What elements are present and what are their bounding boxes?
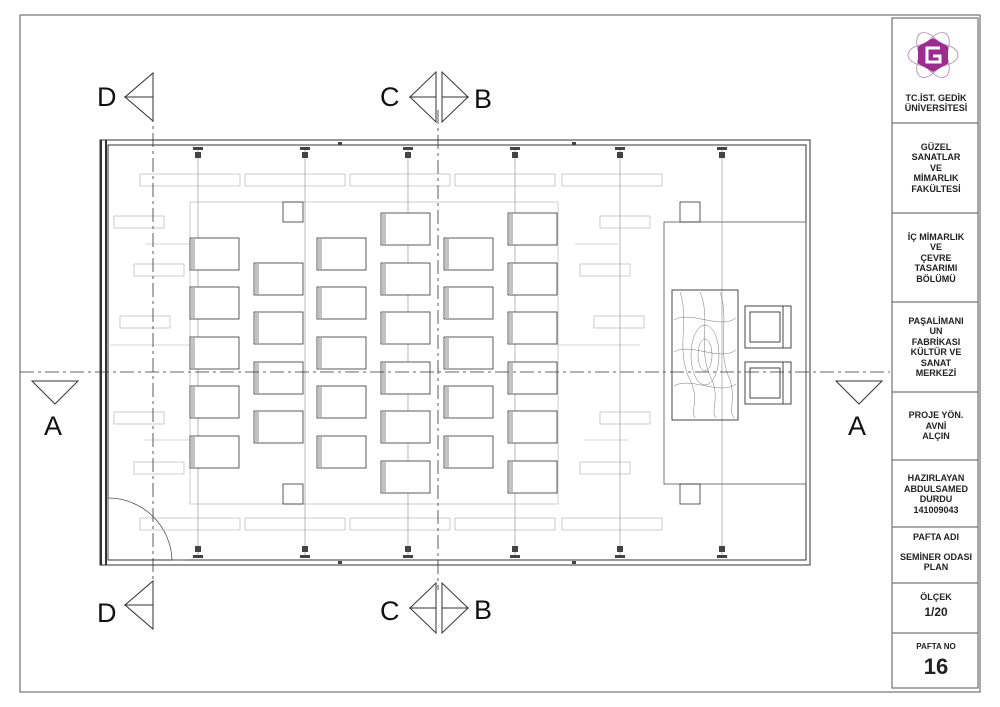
seat [189, 435, 240, 469]
seat [316, 435, 367, 469]
seat [443, 286, 494, 320]
section-label-b-top: B [474, 84, 493, 114]
seat [507, 410, 558, 444]
section-label-c-top: C [380, 82, 400, 112]
seat [189, 385, 240, 419]
seat [507, 262, 558, 296]
project-name: PAŞALİMANI UN FABRİKASI KÜLTÜR VE SANAT … [908, 315, 964, 379]
seat [443, 385, 494, 419]
section-label-d-top: D [97, 82, 117, 112]
columns [282, 201, 701, 505]
section-label-d-bottom: D [97, 598, 117, 628]
light-fixtures [193, 142, 727, 564]
seating-zone-outline [189, 201, 559, 505]
door [107, 497, 186, 561]
seat [316, 336, 367, 370]
faculty-name: GÜZEL SANATLAR VE MİMARLIK FAKÜLTESİ [911, 141, 961, 194]
seat [443, 237, 494, 271]
sheet-number: 16 [923, 654, 949, 679]
university-name: TC.İST. GEDİK ÜNİVERSİTESİ [904, 92, 968, 114]
seat [507, 361, 558, 395]
seat [253, 361, 304, 395]
seat [316, 237, 367, 271]
audience-seats [189, 212, 558, 494]
prepared-by: HAZIRLAYAN ABDULSAMED DURDU 141009043 [904, 473, 968, 515]
sheet-name-label: PAFTA ADI [913, 531, 959, 542]
seat [189, 286, 240, 320]
seat [253, 311, 304, 345]
presenter-desk [671, 289, 739, 421]
seat [507, 460, 558, 494]
scale-value: 1/20 [924, 604, 948, 619]
sheet-border [19, 14, 981, 693]
seat [189, 237, 240, 271]
seat [443, 435, 494, 469]
section-label-a-left: A [44, 411, 63, 441]
section-lines [20, 108, 890, 590]
podium-platform [663, 221, 807, 485]
wall-fixtures [110, 173, 663, 531]
seat [380, 460, 431, 494]
seat [443, 336, 494, 370]
university-logo [907, 32, 959, 78]
section-label-a-right: A [848, 411, 867, 441]
seat [189, 336, 240, 370]
seat [253, 262, 304, 296]
seat [507, 311, 558, 345]
section-markers [30, 70, 884, 635]
sheet-name: SEMİNER ODASI PLAN [899, 551, 972, 573]
project-supervisor: PROJE YÖN. AVNİ ALÇIN [908, 410, 964, 442]
department-name: İÇ MİMARLIK VE ÇEVRE TASARIMI BÖLÜMÜ [907, 231, 965, 284]
seat [316, 286, 367, 320]
seat [380, 212, 431, 246]
seat [380, 262, 431, 296]
seat [507, 212, 558, 246]
seat [253, 410, 304, 444]
scale-label: ÖLÇEK [920, 591, 952, 602]
seat [380, 311, 431, 345]
seat [316, 385, 367, 419]
section-label-c-bottom: C [380, 596, 400, 626]
section-label-b-bottom: B [474, 595, 493, 625]
title-block-frame [891, 17, 979, 689]
seat [380, 361, 431, 395]
seat [380, 410, 431, 444]
sheet-number-label: PAFTA NO [916, 642, 956, 651]
presenter-chairs [744, 305, 792, 405]
